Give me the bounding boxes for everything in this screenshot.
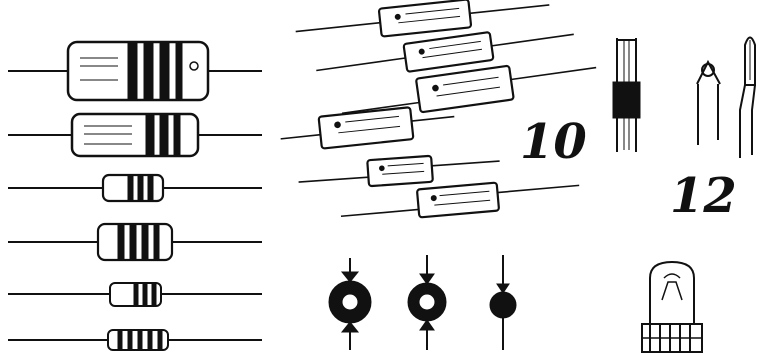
group-label-12: 12 xyxy=(670,168,737,224)
probe-component xyxy=(739,36,756,158)
disc-component-1 xyxy=(328,258,372,350)
choke-vertical xyxy=(612,38,641,152)
group-label-10: 10 xyxy=(520,114,587,170)
capacitor-block-2 xyxy=(316,31,574,73)
capacitor-block-3 xyxy=(341,64,597,115)
resistor-small-2 xyxy=(8,329,262,351)
hook-component xyxy=(696,59,721,145)
capacitor-block-4 xyxy=(280,106,455,150)
disc-component-2 xyxy=(407,255,447,350)
disc-component-3 xyxy=(489,255,517,350)
resistor-large-1 xyxy=(8,40,262,102)
capacitor-block-1 xyxy=(295,0,550,38)
resistor-medium-2 xyxy=(8,222,262,262)
resistor-small-1 xyxy=(8,282,262,307)
capacitor-block-5 xyxy=(298,154,500,188)
capacitor-block-6 xyxy=(340,181,580,219)
lamp-component xyxy=(641,260,703,353)
resistor-large-2 xyxy=(8,112,262,158)
resistor-medium-1 xyxy=(8,173,262,203)
